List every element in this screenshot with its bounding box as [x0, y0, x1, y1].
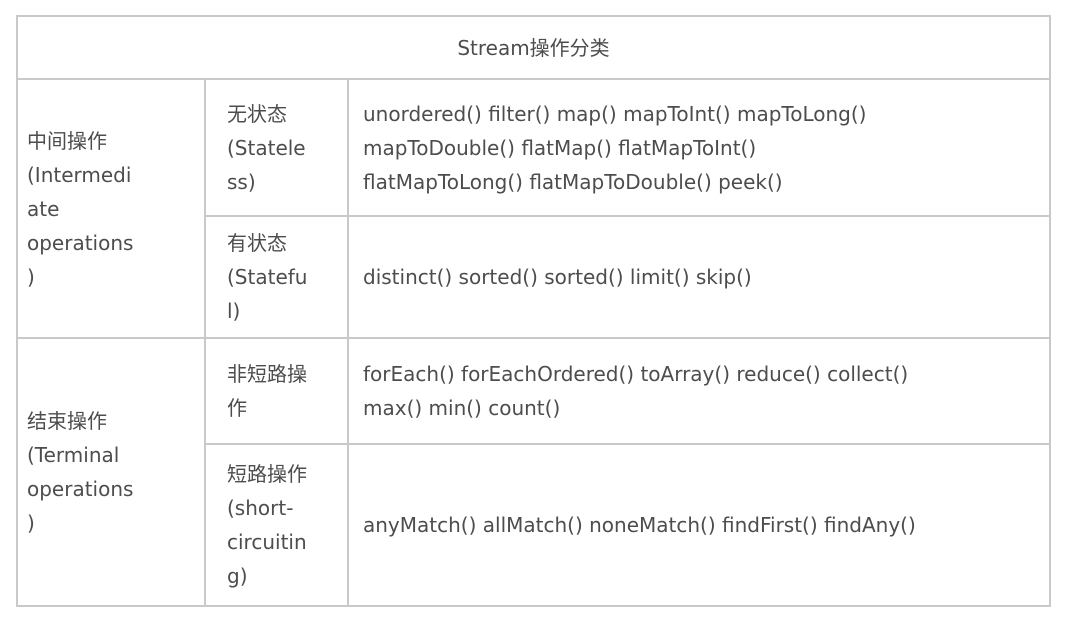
stream-operations-table-container: Stream操作分类 中间操作 (Intermediate operations… — [16, 15, 1051, 607]
subtype-label-stateless: 无状态 (Stateless) — [227, 101, 306, 194]
category-cell-terminal: 结束操作 (Terminal operations) — [16, 337, 206, 607]
subtype-label-short-circuiting: 短路操作 (short-circuiting) — [227, 462, 307, 588]
table-row: 有状态 (Stateful) distinct() sorted() sorte… — [17, 215, 1051, 339]
subtype-cell-non-short-circuiting: 非短路操作 — [204, 337, 349, 445]
operations-cell-short-circuiting: anyMatch() allMatch() noneMatch() findFi… — [347, 443, 1051, 607]
subtype-cell-short-circuiting: 短路操作 (short-circuiting) — [204, 443, 349, 607]
table-title-row: Stream操作分类 — [16, 15, 1051, 80]
subtype-cell-stateful: 有状态 (Stateful) — [204, 215, 349, 339]
table-row: 结束操作 (Terminal operations) 非短路操作 forEach… — [16, 337, 1051, 607]
table-row: 短路操作 (short-circuiting) anyMatch() allMa… — [17, 443, 1051, 607]
table-title: Stream操作分类 — [16, 15, 1051, 80]
category-label-intermediate: 中间操作 (Intermediate operations) — [27, 128, 134, 289]
subtype-label-non-short-circuiting: 非短路操作 — [227, 362, 307, 420]
operations-cell-stateful: distinct() sorted() sorted() limit() ski… — [347, 215, 1051, 339]
stream-operations-table: Stream操作分类 中间操作 (Intermediate operations… — [16, 15, 1051, 607]
table-row: 中间操作 (Intermediate operations) 无状态 (Stat… — [16, 78, 1051, 339]
operations-text-short-circuiting: anyMatch() allMatch() noneMatch() findFi… — [363, 513, 916, 537]
category-label-terminal: 结束操作 (Terminal operations) — [27, 409, 134, 535]
category-cell-intermediate: 中间操作 (Intermediate operations) — [16, 78, 206, 339]
operations-text-stateful: distinct() sorted() sorted() limit() ski… — [363, 265, 752, 289]
operations-cell-stateless: unordered() filter() map() mapToInt() ma… — [347, 78, 1051, 217]
operations-cell-non-short-circuiting: forEach() forEachOrdered() toArray() red… — [347, 337, 1051, 445]
subtype-cell-stateless: 无状态 (Stateless) — [204, 78, 349, 217]
subtype-label-stateful: 有状态 (Stateful) — [227, 231, 308, 323]
operations-text-non-short-circuiting: forEach() forEachOrdered() toArray() red… — [363, 362, 909, 420]
operations-text-stateless: unordered() filter() map() mapToInt() ma… — [363, 101, 867, 194]
